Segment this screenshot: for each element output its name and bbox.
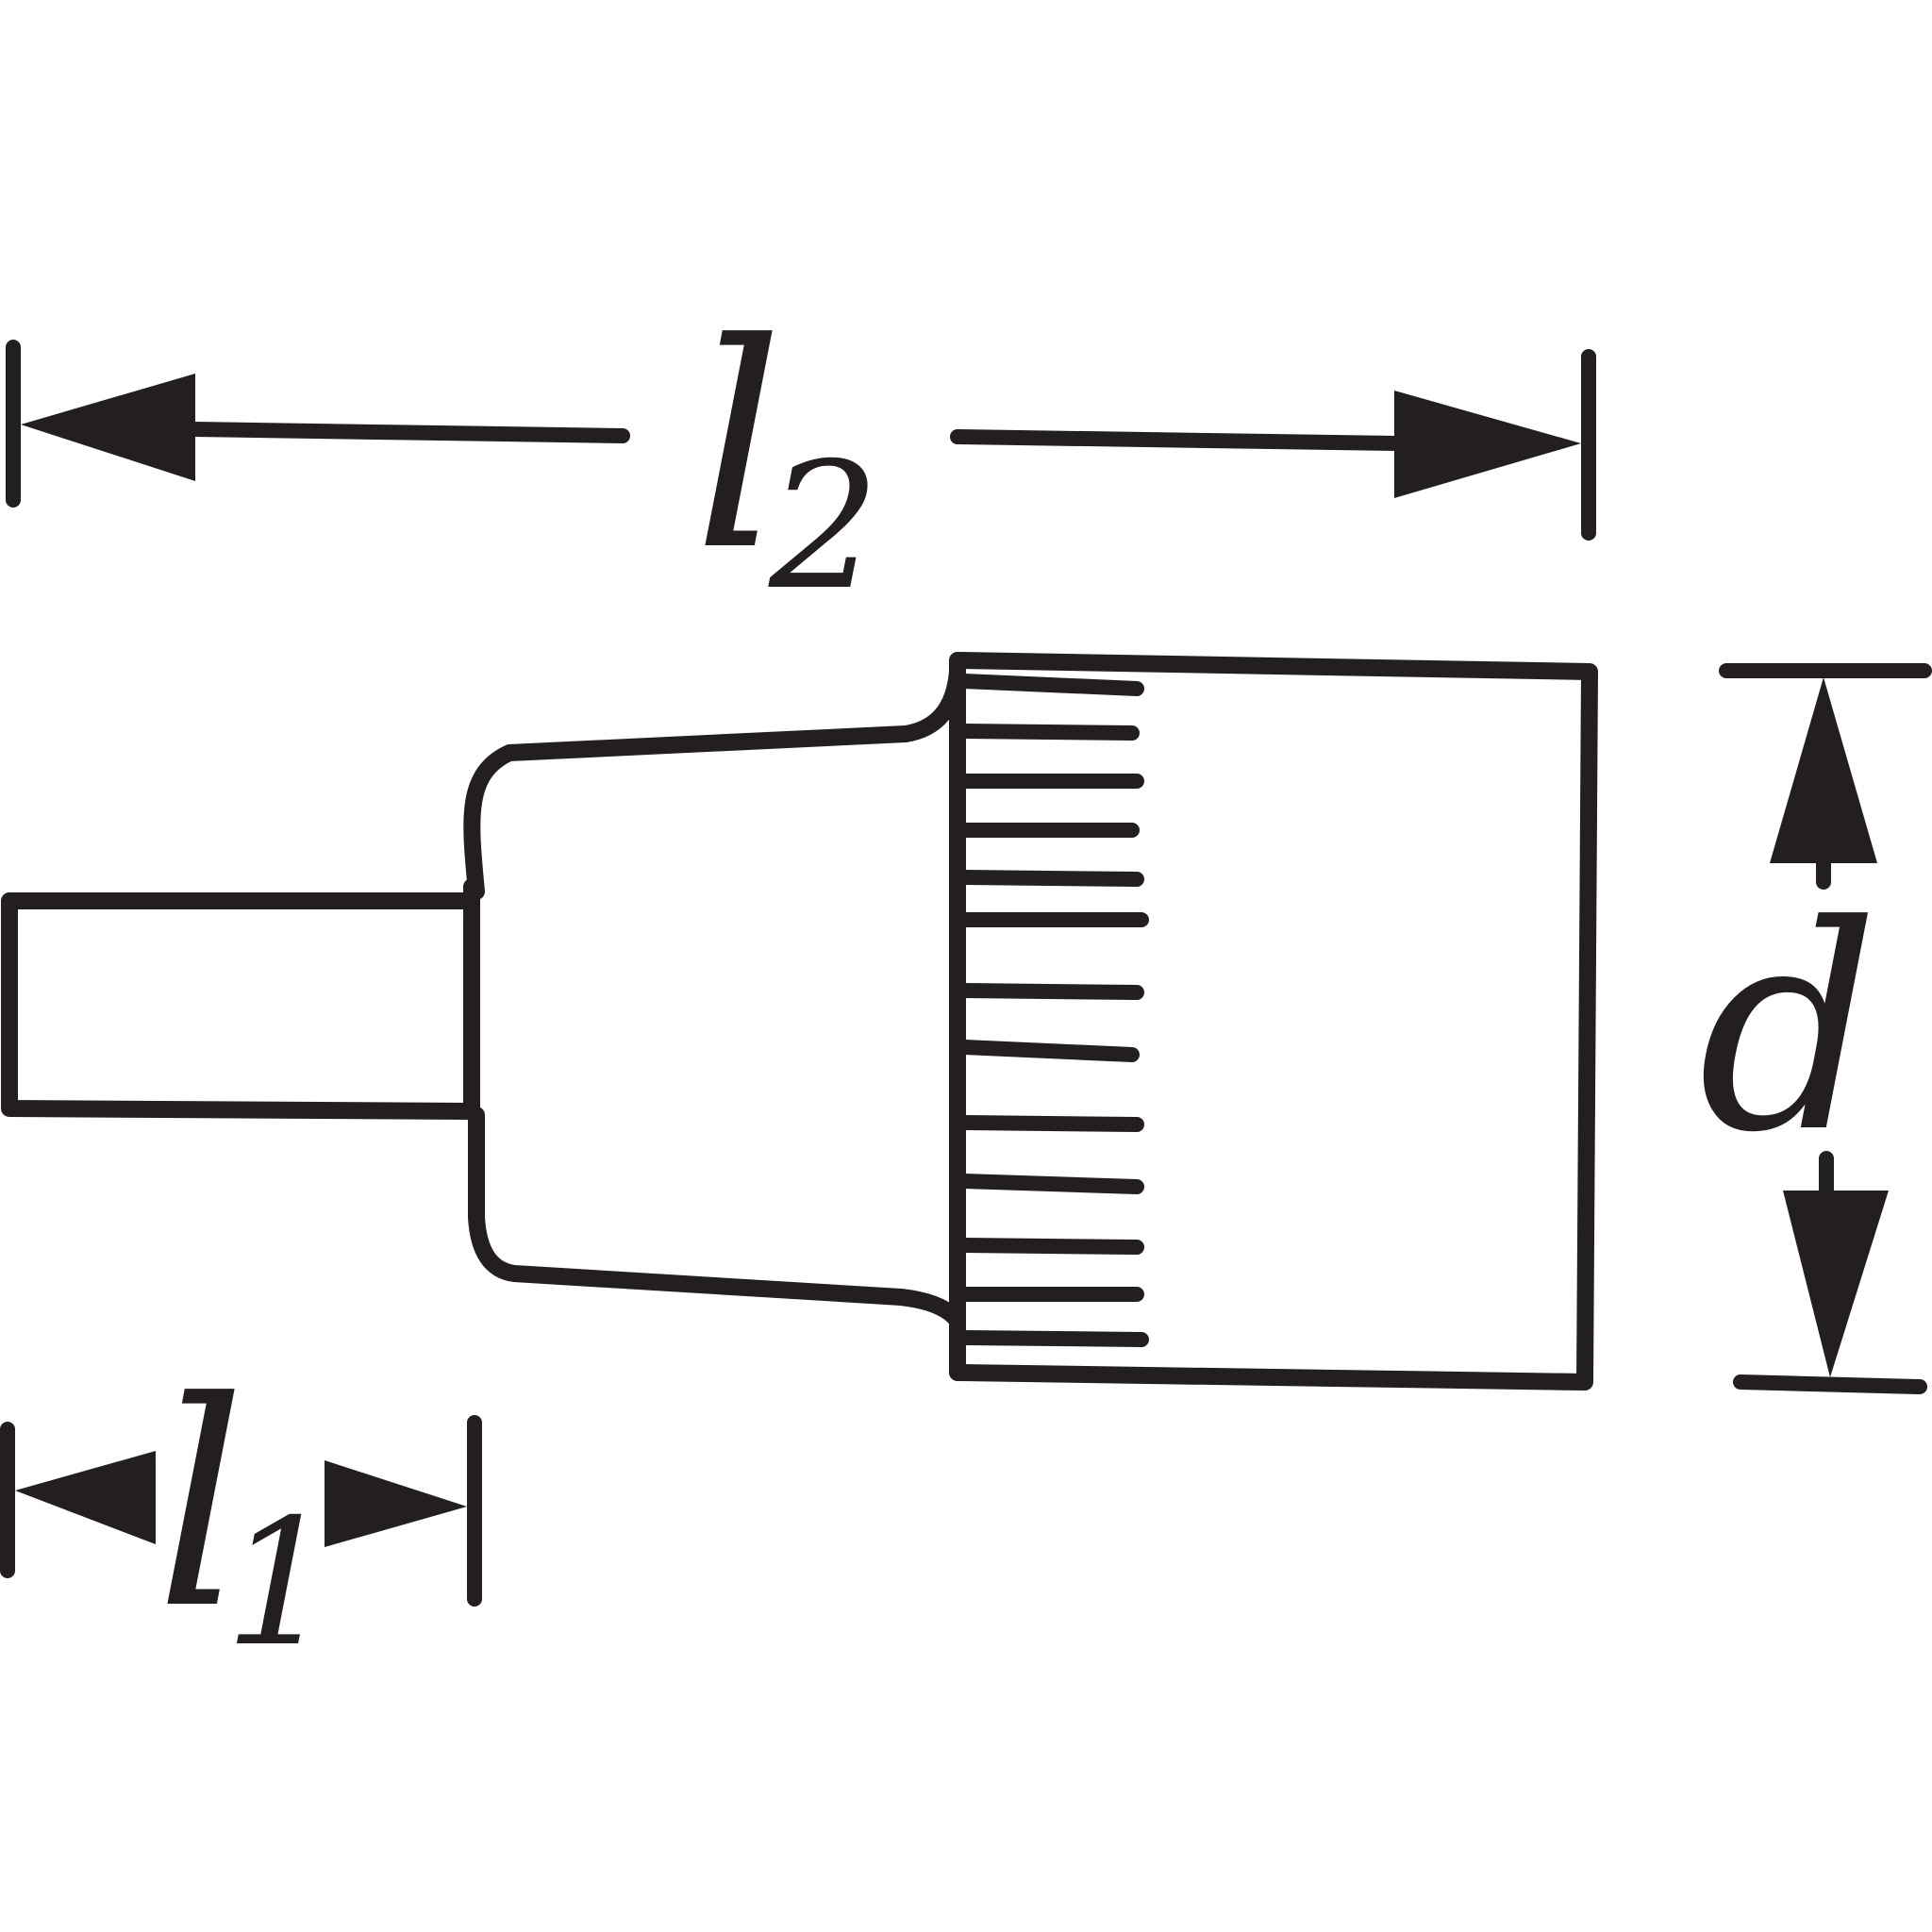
spline-tooth xyxy=(957,1238,1144,1255)
spline-tooth xyxy=(957,1115,1144,1132)
spline-tooth xyxy=(957,870,1144,887)
d-bottom-extension-line xyxy=(1733,1374,1927,1394)
spline-tooth xyxy=(957,724,1140,741)
drive-shank xyxy=(1,878,480,1120)
spline-tooth xyxy=(957,983,1144,1000)
spline-tooth xyxy=(957,674,1144,696)
dimension-d: d xyxy=(1698,663,1932,1394)
spline-tooth xyxy=(957,1174,1144,1194)
socket-head xyxy=(952,652,1598,1391)
d-label: d xyxy=(1698,865,1879,1194)
l2-left-arrowhead xyxy=(21,374,195,481)
dimension-l1: l 1 xyxy=(0,1341,482,1685)
l2-label: l xyxy=(693,283,784,612)
dimension-l2: l 2 xyxy=(6,283,1596,628)
spline-tooth xyxy=(957,1040,1140,1062)
d-bottom-arrowhead xyxy=(1783,1191,1889,1377)
socket-body xyxy=(1,652,1598,1391)
spline-teeth xyxy=(957,674,1149,1347)
l2-left-dimension-line xyxy=(186,422,630,443)
l1-left-arrowhead xyxy=(15,1451,156,1544)
l1-label: l xyxy=(156,1341,246,1671)
socket-neck xyxy=(463,663,966,1329)
l2-right-dimension-line xyxy=(950,429,1404,451)
l2-subscript: 2 xyxy=(768,425,880,628)
l1-subscript: 1 xyxy=(225,1481,336,1685)
l1-right-arrowhead xyxy=(325,1460,467,1547)
spline-tooth xyxy=(957,1330,1149,1347)
d-top-arrowhead xyxy=(1770,677,1877,863)
l2-right-arrowhead xyxy=(1394,391,1581,498)
